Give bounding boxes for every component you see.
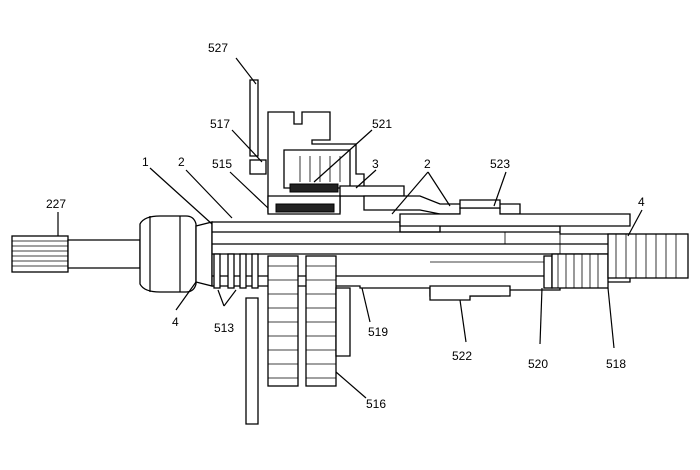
callout-labels: 527 517 521 1 2 515 3 2 523 227 4 4 513 … — [46, 41, 645, 411]
callout-513: 513 — [214, 321, 234, 335]
snap-rings — [213, 253, 259, 289]
upper-housing — [249, 79, 521, 215]
left-spline-shaft — [11, 235, 141, 273]
callout-515: 515 — [212, 157, 232, 171]
callout-2-right: 2 — [424, 157, 431, 171]
callout-520: 520 — [528, 357, 548, 371]
callout-227: 227 — [46, 197, 66, 211]
callout-516: 516 — [366, 397, 386, 411]
callout-3: 3 — [372, 157, 379, 171]
right-spline-shaft — [607, 233, 689, 279]
callout-517: 517 — [210, 117, 230, 131]
callout-4-left: 4 — [172, 315, 179, 329]
callout-522: 522 — [452, 349, 472, 363]
left-bearing-housing — [139, 215, 213, 293]
callout-527: 527 — [208, 41, 228, 55]
callout-4-right: 4 — [638, 195, 645, 209]
callout-518: 518 — [606, 357, 626, 371]
callout-523: 523 — [490, 157, 510, 171]
sleeve-upper — [399, 199, 631, 227]
lower-sprockets — [245, 255, 351, 425]
callout-2-left: 2 — [178, 155, 185, 169]
right-hub — [429, 253, 609, 301]
leader-lines — [57, 57, 643, 399]
callout-521: 521 — [372, 117, 392, 131]
callout-519: 519 — [368, 325, 388, 339]
callout-1: 1 — [142, 155, 149, 169]
